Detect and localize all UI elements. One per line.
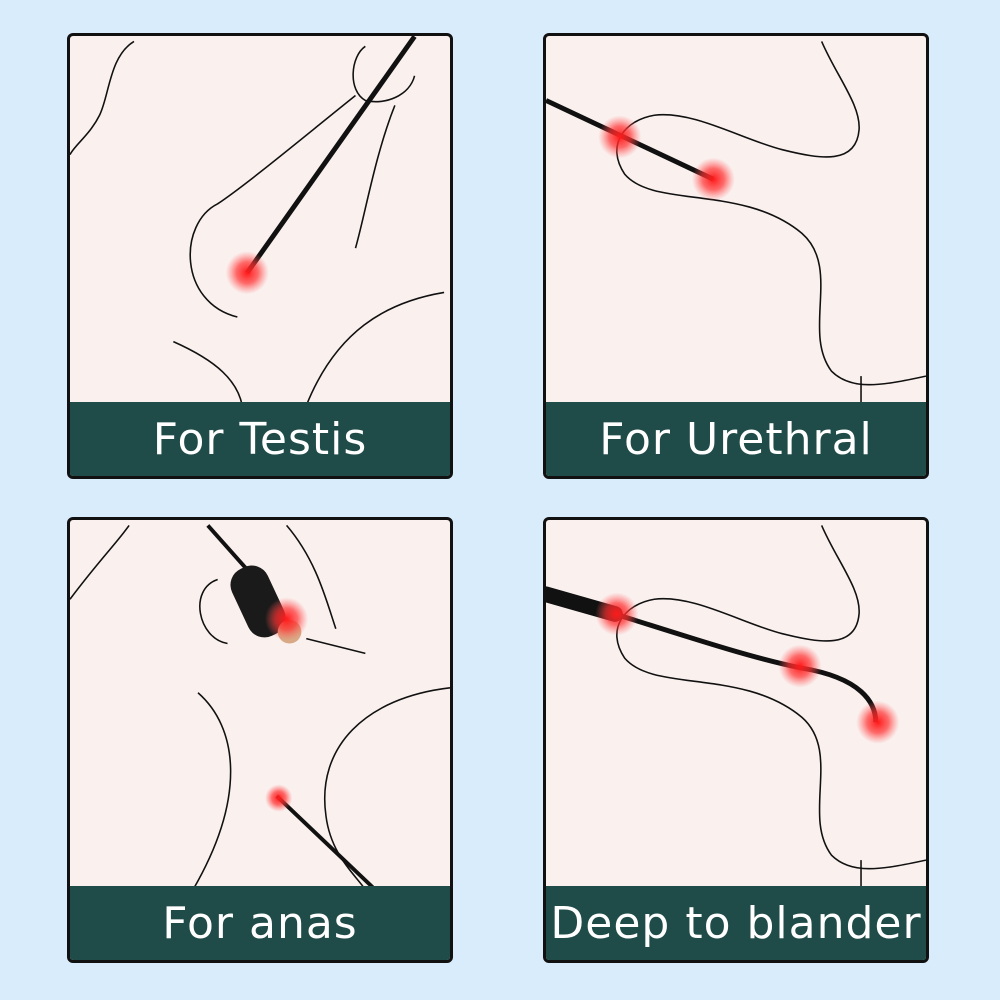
glow-point [856,700,900,744]
probe [245,36,417,275]
panel-anas: For anas [67,517,453,963]
panel-urethral: For Urethral [543,33,929,479]
panel-label: For Urethral [546,402,926,476]
testis-illustration [70,36,445,406]
panel-label: For Testis [70,402,450,476]
urethral-illustration [546,41,926,406]
probe [614,611,879,723]
glow-point [691,157,736,201]
glow-point [264,784,293,812]
glow-point [598,115,642,159]
glow-point [264,597,309,641]
anas-illustration [70,524,450,892]
panel-label: For anas [70,886,450,960]
panel-deep-bladder: Deep to blander [543,517,929,963]
panel-label: Deep to blander [546,886,926,960]
glow-point [595,592,639,636]
panel-testis: For Testis [67,33,453,479]
glow-point [778,644,822,688]
glow-point [225,251,269,295]
deep-illustration [546,525,926,890]
